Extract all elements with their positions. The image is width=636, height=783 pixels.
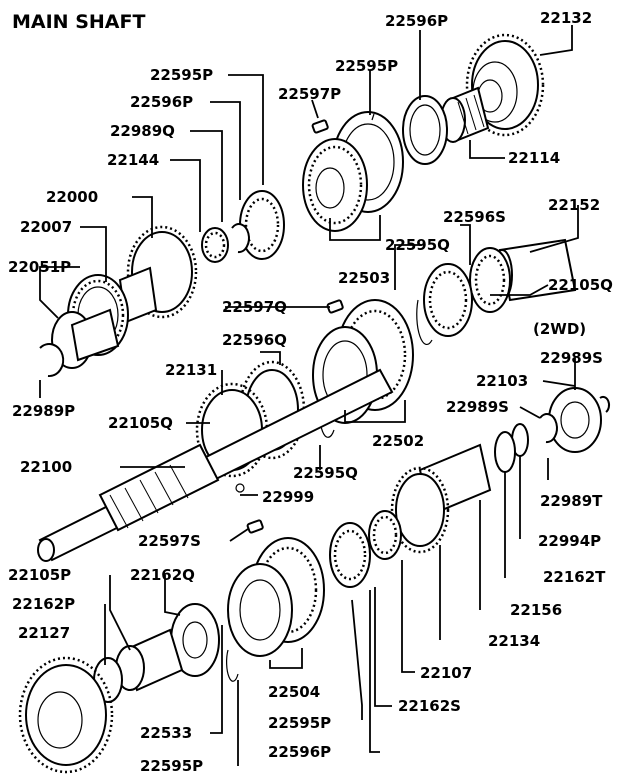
label-22105Q-a: 22105Q — [548, 276, 613, 294]
part-labels: 22132 22596P 22595P 22595P 22597P 22596P… — [8, 9, 613, 775]
washer-22162T — [494, 431, 516, 473]
label-22989S-b: 22989S — [446, 398, 509, 416]
snap-ring-22989S — [599, 395, 611, 413]
label-22596Q: 22596Q — [222, 331, 287, 349]
label-22595P-a: 22595P — [150, 66, 213, 84]
label-22162P: 22162P — [12, 595, 75, 613]
label-22503: 22503 — [338, 269, 390, 287]
label-22162S: 22162S — [398, 697, 461, 715]
synchro-ring-22596P — [239, 190, 285, 260]
label-22127: 22127 — [18, 624, 70, 642]
label-22132: 22132 — [540, 9, 592, 27]
label-22051P: 22051P — [8, 258, 71, 276]
bearing-22114 — [440, 86, 490, 143]
label-22989T: 22989T — [540, 492, 603, 510]
label-22597Q: 22597Q — [222, 298, 287, 316]
snap-ring-22989P — [39, 343, 65, 378]
label-22502: 22502 — [372, 432, 424, 450]
label-22989P: 22989P — [12, 402, 75, 420]
snap-ring-22989T — [539, 413, 558, 444]
label-22595P-b: 22595P — [268, 714, 331, 732]
label-22596P-b: 22596P — [268, 743, 331, 761]
label-22114: 22114 — [508, 149, 560, 167]
needle-bearing-22144 — [201, 227, 229, 263]
synchro-ring-22596S — [423, 263, 473, 337]
key-22597S — [246, 519, 264, 534]
label-22100: 22100 — [20, 458, 72, 476]
snap-ring-22989Q — [231, 223, 250, 254]
label-2wd: (2WD) — [533, 320, 586, 338]
label-22152: 22152 — [548, 196, 600, 214]
label-22596P-a: 22596P — [130, 93, 193, 111]
synchronizer-22504 — [227, 537, 325, 657]
label-22131: 22131 — [165, 361, 217, 379]
label-22999: 22999 — [262, 488, 314, 506]
gear-22127 — [18, 656, 114, 774]
synchronizer-22503 — [302, 111, 404, 232]
label-22595P-c: 22595P — [140, 757, 203, 775]
bearing-22103 — [548, 387, 602, 453]
label-22103: 22103 — [476, 372, 528, 390]
diagram-title: MAIN SHAFT — [12, 11, 145, 33]
gear-22132 — [465, 33, 545, 137]
spring-22595P — [371, 113, 375, 121]
label-22107: 22107 — [420, 664, 472, 682]
label-22994P: 22994P — [538, 532, 601, 550]
label-22595Q-a: 22595Q — [385, 236, 450, 254]
label-22595Q-b: 22595Q — [293, 464, 358, 482]
label-22105Q-b: 22105Q — [108, 414, 173, 432]
label-22007: 22007 — [20, 218, 72, 236]
label-22162Q: 22162Q — [130, 566, 195, 584]
label-22989S: 22989S — [540, 349, 603, 367]
gear-22134 — [390, 466, 450, 554]
bearing-22105Q-2wd — [469, 247, 511, 313]
synchro-ring-22162S — [329, 522, 371, 588]
label-22105P: 22105P — [8, 566, 71, 584]
label-22504: 22504 — [268, 683, 320, 701]
label-22596P-top: 22596P — [385, 12, 448, 30]
ball-22999 — [235, 483, 245, 493]
label-22597P: 22597P — [278, 85, 341, 103]
label-22533: 22533 — [140, 724, 192, 742]
synchro-ring-22596P-top — [402, 95, 448, 165]
label-22000: 22000 — [46, 188, 98, 206]
key-22597P — [311, 119, 329, 134]
key-22597Q — [326, 299, 344, 314]
bearing-22107 — [368, 510, 402, 560]
label-22595P-top: 22595P — [335, 57, 398, 75]
label-22156: 22156 — [510, 601, 562, 619]
leader-lines — [39, 25, 579, 766]
label-22162T: 22162T — [543, 568, 606, 586]
spring-22595Q-a — [416, 299, 433, 346]
label-22134: 22134 — [488, 632, 540, 650]
main-shaft-22100 — [37, 368, 394, 562]
label-22989Q: 22989Q — [110, 122, 175, 140]
spring-22595P-c — [226, 649, 239, 682]
bearing-22105P — [115, 628, 184, 692]
label-22144: 22144 — [107, 151, 159, 169]
gear-22000 — [118, 225, 198, 324]
label-22597S: 22597S — [138, 532, 201, 550]
label-22596S: 22596S — [443, 208, 506, 226]
